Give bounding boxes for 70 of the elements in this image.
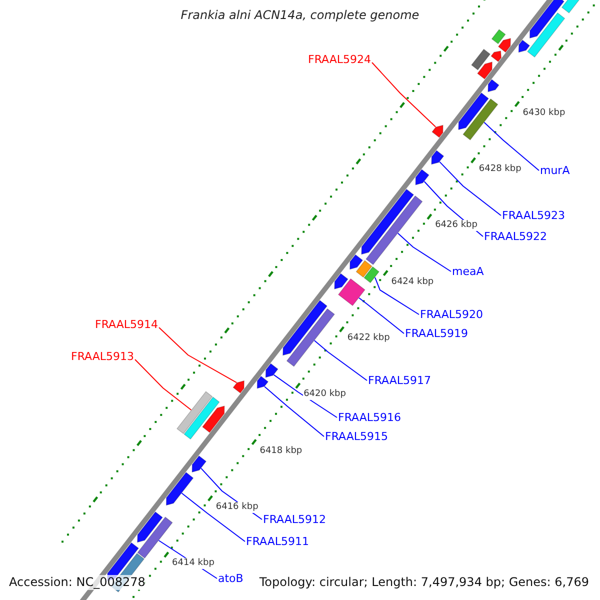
gene-label: FRAAL5920 xyxy=(420,308,484,321)
gene-feature xyxy=(176,391,213,434)
gene-feature xyxy=(286,308,335,367)
gene-label: FRAAL5911 xyxy=(246,535,310,548)
tick-label: 6426 kbp xyxy=(434,220,478,232)
leader-line xyxy=(484,122,540,171)
tick-label: 6430 kbp xyxy=(522,108,566,119)
gene-label: atoB xyxy=(218,572,244,585)
gene-feature xyxy=(530,0,564,38)
leader-line xyxy=(264,386,324,437)
gene-feature xyxy=(334,273,348,290)
leader-line xyxy=(397,232,452,272)
gene-feature xyxy=(256,376,269,389)
gene-feature xyxy=(137,516,173,559)
leader-line xyxy=(134,359,192,410)
gene-label: FRAAL5919 xyxy=(405,327,468,340)
gene-label: FRAAL5914 xyxy=(95,318,158,331)
gene-feature xyxy=(265,363,278,378)
tick-label: 6414 kbp xyxy=(171,558,216,570)
gene-label: murA xyxy=(540,164,570,177)
gene-label: FRAAL5916 xyxy=(338,411,402,424)
gene-feature xyxy=(192,455,207,472)
gene-feature xyxy=(202,406,225,433)
gene-feature xyxy=(282,300,328,356)
gene-feature xyxy=(184,396,220,440)
leader-line xyxy=(273,374,338,418)
tick-label: 6422 kbp xyxy=(346,333,391,344)
tick-label: 6420 kbp xyxy=(302,389,347,400)
tick-label: 6416 kbp xyxy=(214,502,260,514)
gene-label: FRAAL5913 xyxy=(71,350,134,363)
gene-feature xyxy=(488,79,500,92)
gene-label: FRAAL5912 xyxy=(263,513,326,526)
leader-line xyxy=(158,327,238,384)
tick-label: 6424 kbp xyxy=(390,276,435,288)
gene-feature xyxy=(350,254,364,270)
gene-feature xyxy=(431,150,444,165)
gene-feature xyxy=(166,472,194,506)
tick-label: 6418 kbp xyxy=(258,446,304,457)
gene-feature xyxy=(498,38,511,53)
gene-label: FRAAL5924 xyxy=(308,53,372,66)
gene-feature xyxy=(232,380,244,394)
gene-feature xyxy=(527,12,566,58)
gene-feature xyxy=(432,124,444,138)
gene-label: FRAAL5915 xyxy=(325,430,388,443)
gene-label: FRAAL5917 xyxy=(368,374,432,387)
title: Frankia alni ACN14a, complete genome xyxy=(180,8,420,22)
gene-feature xyxy=(415,169,430,186)
gene-label: FRAAL5923 xyxy=(502,209,566,222)
gene-feature xyxy=(471,48,491,70)
gene-label: meaA xyxy=(452,265,484,278)
leader-line xyxy=(372,62,436,128)
gene-feature xyxy=(356,260,372,278)
gene-feature xyxy=(366,195,423,266)
gene-feature xyxy=(491,29,506,44)
leader-line xyxy=(181,492,246,542)
gene-feature xyxy=(518,40,530,53)
gene-feature xyxy=(477,62,492,80)
gene-feature xyxy=(364,266,380,284)
gene-feature xyxy=(361,188,414,255)
gene-feature xyxy=(338,278,366,306)
accession-text: Accession: NC_008278 xyxy=(6,575,148,590)
leader-line xyxy=(439,161,502,216)
tick-label: 6428 kbp xyxy=(478,164,522,176)
leader-line xyxy=(314,340,368,381)
gene-feature xyxy=(462,98,498,140)
leader-line xyxy=(358,297,404,334)
gene-label: FRAAL5922 xyxy=(484,230,548,243)
gene-feature xyxy=(458,92,489,130)
gene-feature xyxy=(137,511,163,543)
leader-line xyxy=(374,276,420,315)
